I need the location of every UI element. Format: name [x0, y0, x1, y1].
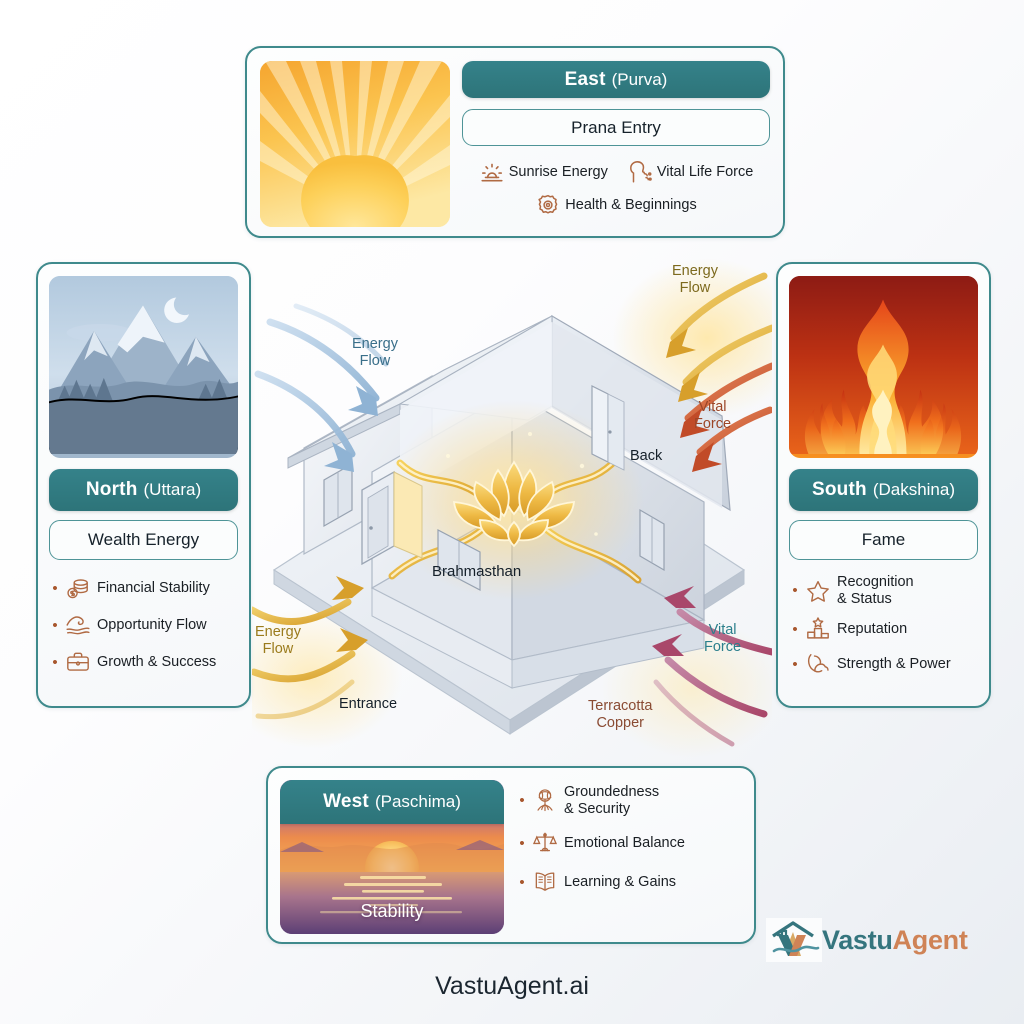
- feature-item: Health & Beginnings: [535, 192, 697, 218]
- label-brahmasthan: Brahmasthan: [432, 563, 522, 580]
- feature-label: Vital Life Force: [656, 164, 754, 180]
- feature-label: Sunrise Energy: [508, 164, 608, 180]
- label-energy-flow-top-right: Energy Flow: [672, 263, 718, 296]
- sunset-ocean-image: West (Paschima) Stability: [280, 780, 504, 934]
- direction-sanskrit-south: (Dakshina): [872, 480, 956, 499]
- direction-name-south: South: [811, 479, 867, 500]
- label-energy-flow-top-left: Energy Flow: [352, 336, 398, 369]
- feature-item: Vital Life Force: [627, 159, 753, 185]
- bicep-icon: [805, 651, 831, 677]
- bullet-dot: •: [519, 873, 525, 891]
- direction-card-west[interactable]: West (Paschima) Stability •: [266, 766, 756, 944]
- house-monogram-icon: [766, 918, 822, 962]
- bullet-label: Strength & Power: [837, 655, 951, 672]
- list-item: • Emotional Balance: [518, 830, 742, 856]
- list-item: • Strength & Power: [791, 651, 978, 677]
- brand-logo[interactable]: VastuAgent: [766, 917, 974, 963]
- label-vital-force-top-right: Vital Force: [694, 399, 732, 432]
- bullet-dot: •: [52, 653, 58, 671]
- direction-name-west: West: [323, 791, 369, 812]
- direction-card-east[interactable]: East (Purva) Prana Entry Sunrise: [245, 46, 785, 238]
- bullet-label: Financial Stability: [97, 579, 210, 596]
- bullet-label: Reputation: [837, 620, 908, 637]
- south-bullet-list: • Recognition & Status •: [789, 574, 978, 677]
- bullet-dot: •: [52, 616, 58, 634]
- brand-logo-text-primary: Vastu: [822, 924, 893, 955]
- isometric-house-illustration: Energy Flow Energy Flow Vital Force Back…: [252, 258, 772, 758]
- direction-pill-west: Stability: [360, 901, 424, 921]
- list-item: • Learning & Gains: [518, 869, 742, 895]
- label-back: Back: [630, 448, 663, 464]
- podium-icon: [805, 616, 831, 642]
- feature-label: Health & Beginnings: [565, 197, 697, 213]
- bullet-dot: •: [519, 834, 525, 852]
- bullet-label: Recognition & Status: [837, 574, 914, 607]
- breath-head-icon: [627, 159, 653, 185]
- list-item: • Financial Stability: [51, 575, 238, 601]
- bullet-dot: •: [792, 582, 798, 600]
- list-item: • Opportunity Flow: [51, 612, 238, 638]
- direction-header-east: East (Purva): [462, 61, 770, 98]
- bullet-dot: •: [52, 579, 58, 597]
- east-feature-list: Sunrise Energy Vital Life Force: [462, 159, 770, 218]
- list-item: • Recognition & Status: [791, 574, 978, 607]
- direction-card-north[interactable]: North (Uttara) Wealth Energy • Financial…: [36, 262, 251, 708]
- direction-header-south: South (Dakshina): [789, 469, 978, 511]
- bullet-dot: •: [792, 620, 798, 638]
- bullet-label: Growth & Success: [97, 653, 217, 670]
- list-item: • Groundedness & Security: [518, 784, 742, 817]
- label-terracotta-copper: Terracotta Copper: [588, 698, 653, 731]
- label-energy-flow-bottom-left: Energy Flow: [255, 624, 301, 657]
- bullet-label: Groundedness & Security: [564, 784, 660, 817]
- direction-sanskrit-west: (Paschima): [374, 792, 461, 811]
- bullet-label: Emotional Balance: [564, 834, 685, 851]
- direction-pill-north[interactable]: Wealth Energy: [49, 520, 238, 560]
- gear-icon: [535, 192, 561, 218]
- direction-name-north: North: [85, 479, 138, 500]
- bullet-dot: •: [792, 655, 798, 673]
- west-bullet-list: • Groundedness & Security: [518, 784, 742, 895]
- mountain-moon-image: [49, 276, 238, 458]
- direction-header-north: North (Uttara): [49, 469, 238, 511]
- direction-pill-south[interactable]: Fame: [789, 520, 978, 560]
- balance-scale-icon: [532, 830, 558, 856]
- feature-item: Sunrise Energy: [479, 159, 608, 185]
- list-item: • Growth & Success: [51, 649, 238, 675]
- direction-pill-east[interactable]: Prana Entry: [462, 109, 770, 146]
- brand-logo-text: VastuAgent: [822, 925, 968, 956]
- label-vital-force-bottom-right: Vital Force: [704, 622, 742, 655]
- coins-icon: [65, 575, 91, 601]
- star-icon: [805, 578, 831, 604]
- direction-card-south[interactable]: South (Dakshina) Fame • Recognition & St…: [776, 262, 991, 708]
- brand-logo-text-secondary: Agent: [892, 924, 968, 955]
- tree-roots-icon: [532, 788, 558, 814]
- fire-image: [789, 276, 978, 458]
- direction-sanskrit-east: (Purva): [611, 69, 668, 89]
- footer-website: VastuAgent.ai: [435, 972, 589, 1000]
- label-entrance: Entrance: [339, 696, 398, 712]
- bullet-label: Opportunity Flow: [97, 616, 207, 633]
- bullet-label: Learning & Gains: [564, 873, 677, 890]
- open-book-icon: [532, 869, 558, 895]
- direction-sanskrit-north: (Uttara): [143, 480, 202, 499]
- direction-header-west: West (Paschima): [280, 780, 504, 824]
- sunrise-image: [260, 61, 450, 227]
- north-bullet-list: • Financial Stability •: [49, 575, 238, 675]
- sunrise-icon: [479, 159, 505, 185]
- bullet-dot: •: [519, 792, 525, 810]
- wave-icon: [65, 612, 91, 638]
- list-item: • Reputation: [791, 616, 978, 642]
- briefcase-icon: [65, 649, 91, 675]
- direction-name-east: East: [564, 68, 606, 90]
